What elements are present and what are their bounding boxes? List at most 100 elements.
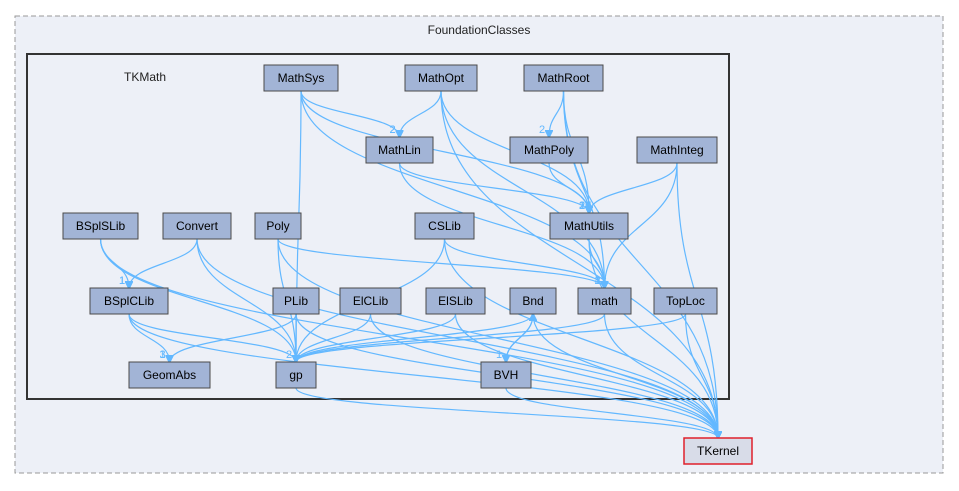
edge-toploc-to-tkernel[interactable]	[684, 313, 719, 438]
edge-label: 17	[579, 200, 591, 212]
edge-mathopt-to-mathlin[interactable]: 2	[390, 90, 442, 137]
edge-line	[277, 238, 718, 438]
edge-mathsys-to-math[interactable]	[300, 90, 605, 288]
edge-line	[128, 313, 296, 362]
node-gp[interactable]: gp	[275, 361, 317, 389]
node-label: MathRoot	[537, 71, 590, 85]
edge-line	[398, 162, 590, 213]
edge-gp-to-tkernel[interactable]	[295, 387, 718, 438]
edge-label: 2	[390, 124, 396, 136]
edge-poly-to-tkernel[interactable]	[277, 238, 718, 438]
node-mathinteg[interactable]: MathInteg	[636, 136, 718, 164]
edge-mathinteg-to-math[interactable]: 4	[595, 162, 678, 288]
edge-toploc-to-gp[interactable]	[296, 313, 687, 362]
edge-elslib-to-tkernel[interactable]	[454, 313, 719, 438]
node-cslib[interactable]: CSLib	[414, 212, 475, 240]
edge-cslib-to-math[interactable]: 2	[443, 238, 605, 288]
node-box	[254, 212, 302, 240]
node-label: Convert	[176, 219, 219, 233]
node-box	[365, 136, 434, 164]
node-bsplslib[interactable]: BSplSLib	[62, 212, 139, 240]
node-label: MathLin	[378, 143, 421, 157]
node-plib[interactable]: PLib	[272, 287, 320, 315]
edge-line	[300, 90, 400, 137]
node-toploc[interactable]: TopLoc	[653, 287, 718, 315]
node-label: ElCLib	[353, 294, 389, 308]
node-label: TopLoc	[666, 294, 705, 308]
edge-line	[296, 313, 606, 362]
edge-elslib-to-gp[interactable]	[296, 313, 457, 362]
edge-label: 2	[595, 275, 601, 287]
node-box	[275, 361, 317, 389]
node-box	[128, 361, 211, 389]
node-elclib[interactable]: ElCLib	[339, 287, 402, 315]
node-math[interactable]: math	[577, 287, 632, 315]
node-mathroot[interactable]: MathRoot	[523, 64, 604, 92]
edge-bnd-to-gp[interactable]	[296, 313, 534, 362]
node-mathlin[interactable]: MathLin	[365, 136, 434, 164]
edge-cslib-to-tkernel[interactable]	[443, 238, 719, 438]
node-bnd[interactable]: Bnd	[509, 287, 557, 315]
edge-poly-to-math[interactable]	[277, 238, 605, 288]
node-box	[636, 136, 718, 164]
node-bvh[interactable]: BVH	[480, 361, 532, 389]
node-label: CSLib	[428, 219, 461, 233]
node-box	[425, 287, 486, 315]
edge-mathsys-to-mathlin[interactable]: 2	[300, 90, 400, 137]
node-poly[interactable]: Poly	[254, 212, 302, 240]
edge-math-to-tkernel[interactable]	[603, 313, 719, 438]
node-box	[339, 287, 402, 315]
node-box	[683, 437, 753, 465]
edge-plib-to-geomabs[interactable]: 3	[160, 313, 297, 362]
edge-line	[588, 238, 718, 438]
edge-line	[128, 313, 718, 438]
node-label: BSplSLib	[76, 219, 126, 233]
edge-line	[443, 238, 719, 438]
node-mathopt[interactable]: MathOpt	[404, 64, 478, 92]
edge-mathopt-to-tkernel[interactable]	[440, 90, 718, 438]
node-label: ElSLib	[438, 294, 473, 308]
edge-line	[296, 313, 457, 362]
edge-line	[603, 313, 719, 438]
edge-label: 3	[160, 349, 166, 361]
edge-line	[443, 238, 605, 288]
edge-mathlin-to-math[interactable]	[398, 162, 605, 288]
node-label: BVH	[494, 368, 519, 382]
node-box	[549, 212, 629, 240]
node-mathsys[interactable]: MathSys	[263, 64, 339, 92]
node-label: MathSys	[278, 71, 325, 85]
node-convert[interactable]: Convert	[162, 212, 232, 240]
node-mathpoly[interactable]: MathPoly	[509, 136, 589, 164]
edge-line	[296, 313, 534, 362]
node-mathutils[interactable]: MathUtils	[549, 212, 629, 240]
node-box	[272, 287, 320, 315]
node-box	[653, 287, 718, 315]
node-label: MathInteg	[650, 143, 703, 157]
node-box	[162, 212, 232, 240]
edge-mathinteg-to-mathutils[interactable]: 17	[579, 162, 678, 213]
node-label: MathPoly	[524, 143, 574, 157]
edge-mathopt-to-math[interactable]	[440, 90, 605, 288]
edge-bvh-to-tkernel[interactable]	[505, 387, 718, 438]
edges-layer: 222022134101741211212311	[99, 90, 719, 438]
node-label: BSplCLib	[104, 294, 154, 308]
node-label: MathUtils	[564, 219, 614, 233]
node-elslib[interactable]: ElSLib	[425, 287, 486, 315]
edge-label: 1	[119, 275, 125, 287]
node-geomabs[interactable]: GeomAbs	[128, 361, 211, 389]
edge-label: 1	[496, 349, 502, 361]
node-box	[89, 287, 169, 315]
node-label: Poly	[266, 219, 289, 233]
node-tkernel[interactable]: TKernel	[683, 437, 753, 465]
edge-math-to-gp[interactable]	[296, 313, 606, 362]
edge-mathutils-to-tkernel[interactable]	[588, 238, 718, 438]
node-label: MathOpt	[418, 71, 465, 85]
node-box	[509, 136, 589, 164]
node-bsplclib[interactable]: BSplCLib	[89, 287, 169, 315]
edge-convert-to-gp[interactable]	[196, 238, 296, 362]
edge-bsplclib-to-gp[interactable]	[128, 313, 296, 362]
edge-bsplclib-to-tkernel[interactable]	[128, 313, 718, 438]
edge-elclib-to-gp[interactable]	[296, 313, 372, 362]
edge-line	[296, 313, 687, 362]
edge-convert-to-bsplclib[interactable]: 1	[119, 238, 198, 288]
